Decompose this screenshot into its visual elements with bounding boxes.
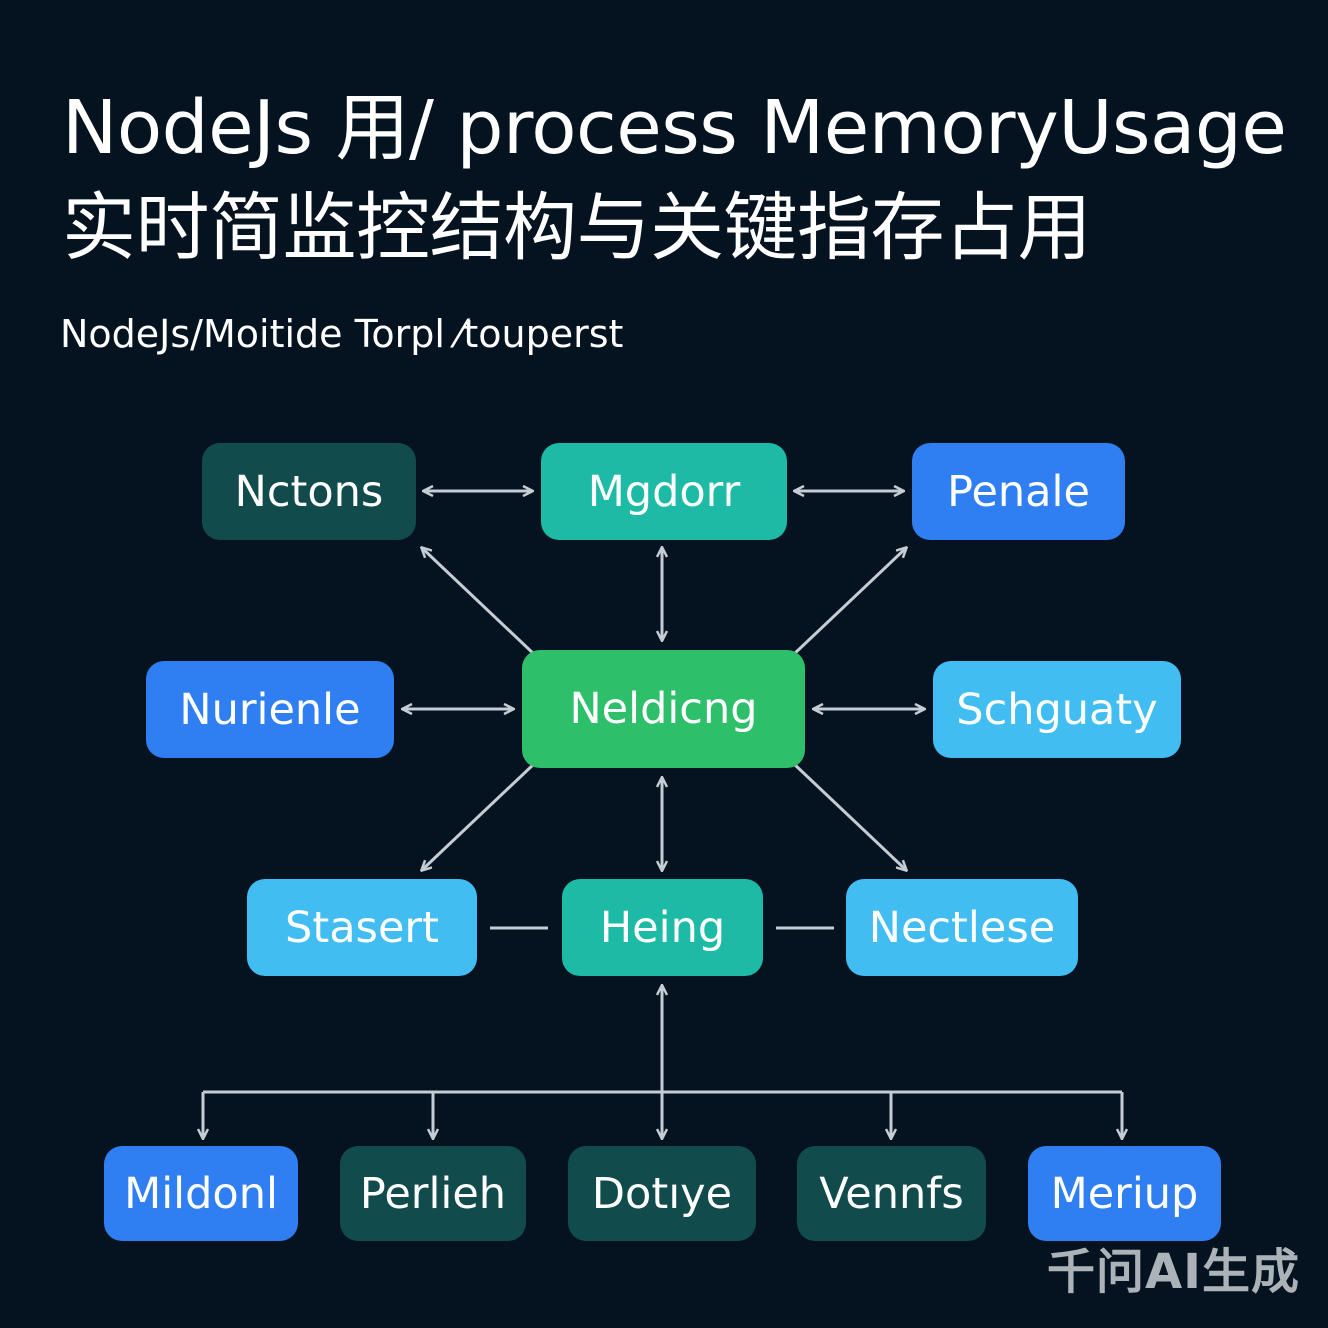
node-stasert: Stasert [247, 879, 477, 976]
node-vennfs: Vennfs [797, 1146, 986, 1241]
edge-neldicng-nctons [422, 548, 537, 657]
edge-neldicng-stasert [422, 761, 537, 870]
node-heing: Heing [562, 879, 763, 976]
edge-neldicng-nectlese [791, 761, 906, 870]
node-perlieh: Perlieh [340, 1146, 526, 1241]
page-title: NodeJs 用/ process MemoryUsage 实时简监控结构与关键… [62, 78, 1287, 278]
node-schguaty: Schguaty [933, 661, 1181, 758]
node-mgdorr: Mgdorr [541, 443, 787, 540]
title-line-2: 实时简监控结构与关键指存占用 [62, 185, 1092, 271]
page-subtitle: NodeJs/Moitide Torpl ⁄touperst [60, 312, 624, 356]
node-neldicng: Neldicng [522, 650, 805, 768]
node-penale: Penale [912, 443, 1125, 540]
watermark: 千问AI生成 [1046, 1244, 1300, 1300]
node-nurienle: Nurienle [146, 661, 394, 758]
node-nectlese: Nectlese [846, 879, 1078, 976]
node-meriup: Meriup [1028, 1146, 1221, 1241]
node-dotye: Dotıye [568, 1146, 756, 1241]
node-nctons: Nctons [202, 443, 416, 540]
edge-neldicng-penale [791, 548, 906, 657]
title-line-1: NodeJs 用/ process MemoryUsage [62, 85, 1287, 171]
node-mildonl: Mildonl [104, 1146, 298, 1241]
